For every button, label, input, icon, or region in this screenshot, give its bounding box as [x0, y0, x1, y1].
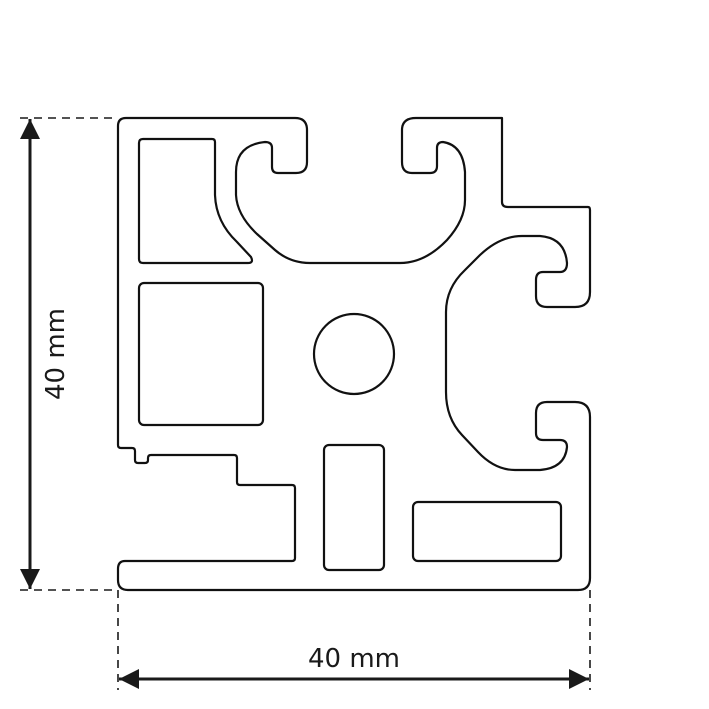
cavity-left-middle — [137, 281, 265, 427]
cavity-bottom-middle — [322, 443, 386, 572]
outer-contour — [116, 116, 592, 592]
width-label: 40 mm — [308, 644, 400, 674]
height-label: 40 mm — [41, 308, 71, 400]
cavity-bottom-right — [411, 500, 563, 563]
profile-cross-section — [116, 116, 592, 592]
extension-lines — [20, 117, 591, 690]
cavity-top-left — [137, 137, 254, 265]
center-bore — [312, 312, 396, 396]
